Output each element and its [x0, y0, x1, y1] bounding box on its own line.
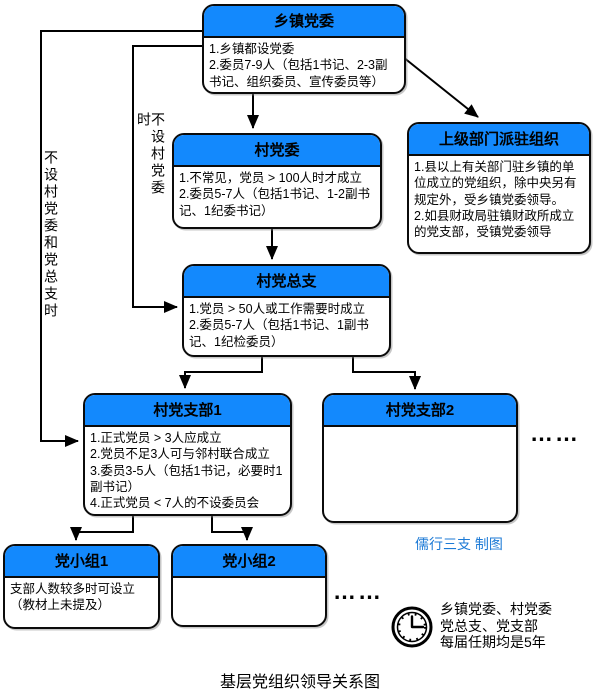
node-village-branch-2[interactable]: 村党支部2: [322, 393, 518, 523]
node-body: 1.县以上有关部门驻乡镇的单位成立的党组织，除中央另有规定外，受乡镇党委领导。 …: [414, 160, 577, 239]
node-dispatched-organization[interactable]: 上级部门派驻组织 1.县以上有关部门驻乡镇的单位成立的党组织，除中央另有规定外，…: [407, 122, 591, 254]
node-party-group-2[interactable]: 党小组2: [171, 544, 327, 627]
edge-township-to-dispatched: [402, 56, 479, 118]
edge-branch1-to-group1: [70, 512, 134, 541]
node-body: 1.党员 > 50人或工作需要时成立 2.委员5-7人（包括1书记、1副书记、1…: [189, 302, 369, 349]
edge-general-branch-to-branch2: [352, 353, 421, 390]
node-body: [173, 578, 325, 625]
node-body: [324, 427, 516, 521]
node-village-branch-1[interactable]: 村党支部1 1.正式党员 > 3人应成立 2.党员不足3人可与邻村联合成立 3.…: [83, 393, 292, 516]
page-title: 基层党组织领导关系图: [219, 674, 380, 691]
node-title: 乡镇党委: [204, 6, 404, 38]
clock-icon: [391, 606, 433, 648]
edge-general-branch-to-branch1: [179, 353, 263, 389]
node-title: 上级部门派驻组织: [409, 124, 589, 156]
ellipsis-more-branches: ……: [530, 420, 580, 446]
node-title: 党小组2: [173, 546, 325, 578]
node-village-party-committee[interactable]: 村党委 1.不常见，党员 > 100人时才成立 2.委员5-7人（包括1书记、1…: [172, 133, 382, 229]
edge-township-to-branch1-bypass: [40, 30, 202, 447]
attribution-text: 儒行三支 制图: [415, 536, 503, 552]
node-party-group-1[interactable]: 党小组1 支部人数较多时可设立 （教材上未提及）: [3, 544, 160, 629]
node-township-party-committee[interactable]: 乡镇党委 1.乡镇都设党委 2.委员7-9人（包括1书记、2-3副书记、组织委员…: [202, 4, 406, 94]
node-title: 村党支部1: [85, 395, 290, 427]
edge-label-no-village-committee: 不设村党委时: [136, 112, 166, 212]
node-village-general-branch[interactable]: 村党总支 1.党员 > 50人或工作需要时成立 2.委员5-7人（包括1书记、1…: [182, 264, 391, 357]
node-body: 支部人数较多时可设立 （教材上未提及）: [10, 582, 136, 613]
edge-township-to-general-branch-bypass: [132, 45, 202, 313]
node-title: 村党支部2: [324, 395, 516, 427]
term-note-text: 乡镇党委、村党委 党总支、党支部 每届任期均是5年: [440, 601, 552, 651]
node-body: 1.不常见，党员 > 100人时才成立 2.委员5-7人（包括1书记、1-2副书…: [179, 171, 371, 218]
node-body: 1.乡镇都设党委 2.委员7-9人（包括1书记、2-3副书记、组织委员、宣传委员…: [209, 42, 388, 89]
edge-branch1-to-group2: [211, 512, 253, 541]
node-title: 村党委: [174, 135, 380, 167]
node-title: 村党总支: [184, 266, 389, 298]
edge-label-no-committee-or-general: 不设村党委和党总支时: [43, 150, 59, 320]
node-body: 1.正式党员 > 3人应成立 2.党员不足3人可与邻村联合成立 3.委员3-5人…: [90, 431, 283, 510]
ellipsis-more-groups: ……: [333, 578, 383, 604]
node-title: 党小组1: [5, 546, 158, 578]
